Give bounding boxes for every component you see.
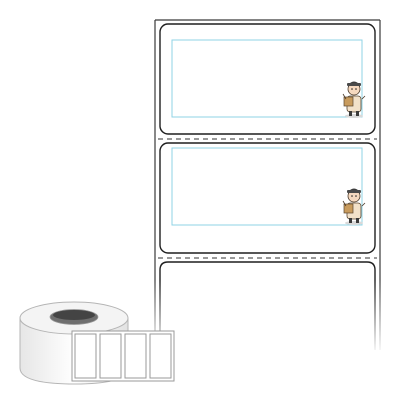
print-area — [171, 147, 363, 226]
roll-label — [74, 333, 97, 379]
roll-label — [99, 333, 122, 379]
delivery-person-icon — [342, 81, 366, 118]
print-area — [171, 39, 363, 118]
label-roll — [19, 301, 175, 385]
label-die-cut — [159, 23, 376, 135]
roll-label — [124, 333, 147, 379]
delivery-person-icon — [342, 188, 366, 225]
fade-overlay — [150, 280, 390, 355]
label-2 — [159, 142, 376, 254]
roll-labels — [71, 330, 175, 382]
roll-label — [149, 333, 172, 379]
label-die-cut — [159, 142, 376, 254]
label-1 — [159, 23, 376, 135]
